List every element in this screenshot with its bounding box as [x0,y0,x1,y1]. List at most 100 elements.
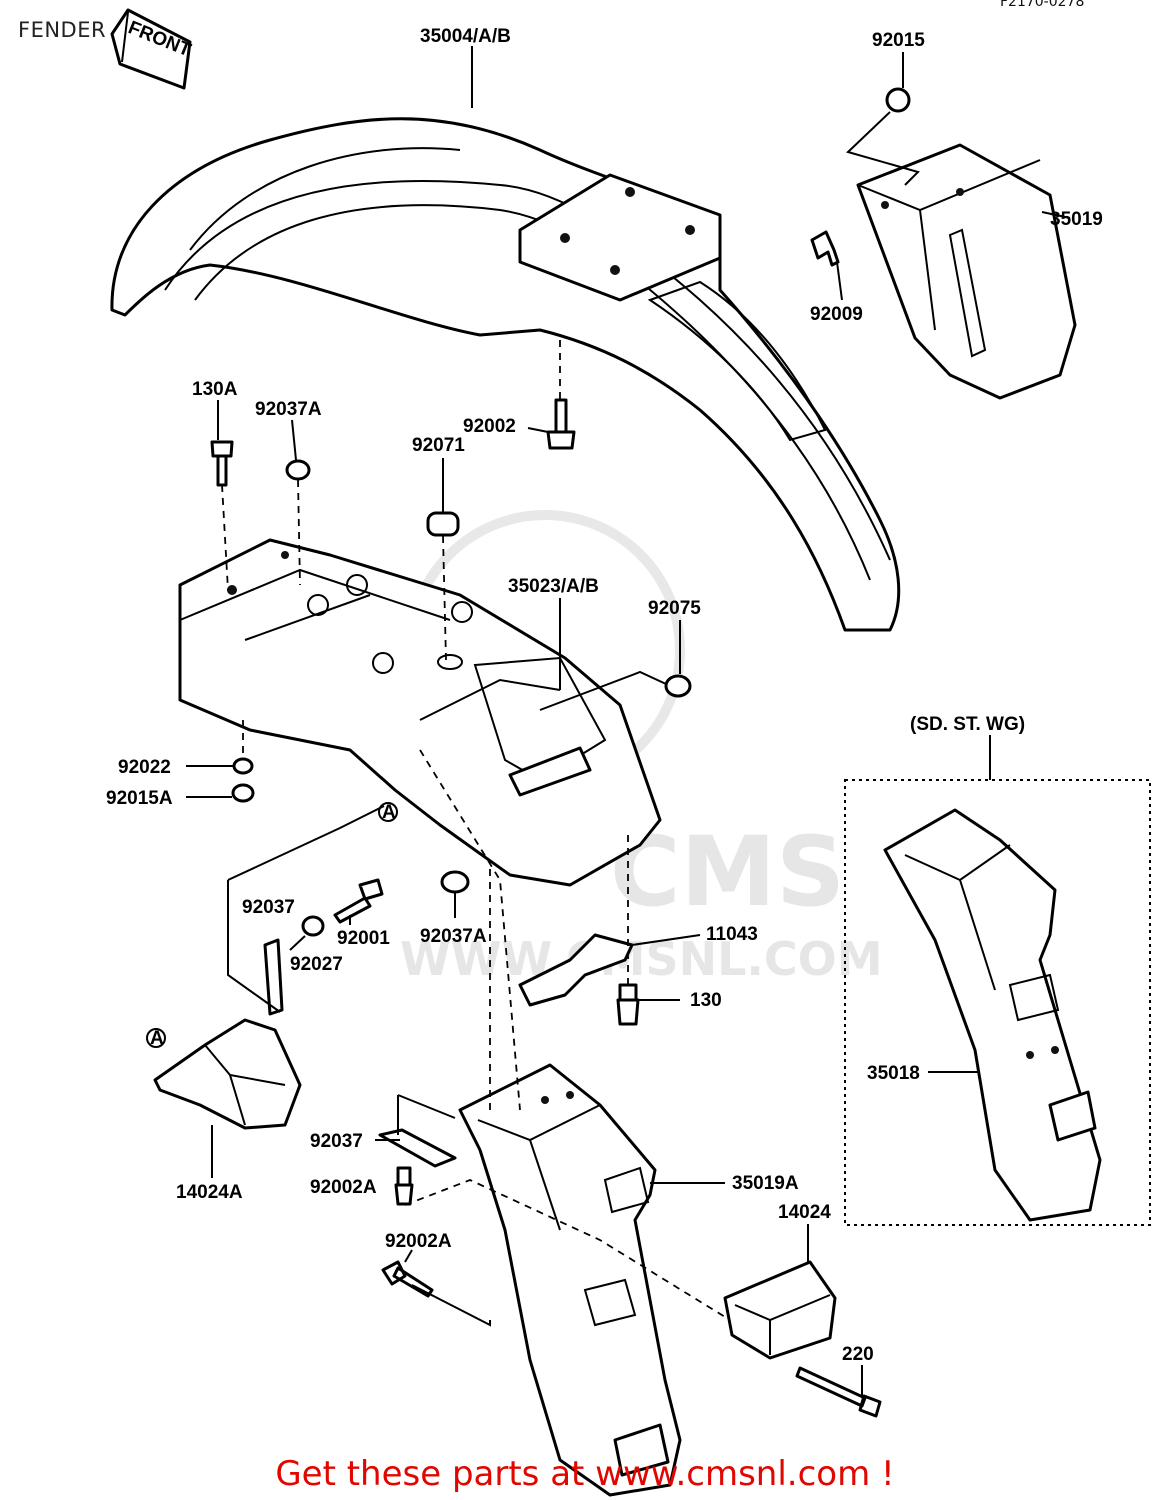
rear-fender-tail-step [508,746,592,797]
leader-line [539,670,667,711]
front-fender-hole [560,233,570,243]
collar-92037A-upper [285,459,311,481]
nut-92015A [231,783,255,803]
bracket-14024-body [723,1260,837,1360]
label-35018: 35018 [867,1063,920,1084]
label-variant: (SD. ST. WG) [910,714,1025,735]
rear-flap-35018-body [883,808,1102,1222]
label-92015: 92015 [872,30,925,51]
label-92015A: 92015A [106,788,173,809]
label-92071: 92071 [412,435,465,456]
rear-flap-bottom-block [613,1423,670,1477]
front-fender-body [110,117,901,632]
bolt-92002 [546,398,576,450]
bolt-92002A-upper [394,1166,414,1206]
label-92002: 92002 [463,416,516,437]
label-92001: 92001 [337,928,390,949]
leader-line [411,1284,491,1327]
label-92037-upper: 92037 [242,897,295,918]
footer-link[interactable]: Get these parts at www.cmsnl.com ! [275,1454,895,1494]
clamp-92037-lower [378,1128,457,1168]
bolt-92001 [333,878,384,924]
front-mudflap-body [856,143,1077,400]
variant-box [844,779,1151,1226]
rear-flap-35019A [458,1063,682,1497]
rear-flap-35018-hole [1026,1051,1034,1059]
rear-flap-35018-plate-slot [1008,973,1060,1022]
leader-line [397,1094,456,1135]
label-35019A: 35019A [732,1173,799,1194]
reference-mark-a-upper: A [378,802,398,823]
bolt-92009 [810,230,840,267]
rear-flap-hole [541,1096,549,1104]
bracket-11043 [518,933,634,1007]
front-mudflap-hole [881,201,889,209]
front-fender-mount-plate [518,173,722,302]
rear-fender-boss [451,601,473,623]
washer-92027 [301,915,325,937]
label-130A: 130A [192,379,238,400]
rear-fender-hole [227,585,237,595]
label-130: 130 [690,990,722,1011]
page-title: FENDER [18,18,107,42]
label-92009: 92009 [810,304,863,325]
bracket-14024A [153,1018,302,1130]
rear-flap-35018 [883,808,1102,1222]
front-mudflap-35019 [856,143,1077,400]
front-fender-hole [610,265,620,275]
rear-fender-boss [346,574,368,596]
leader-line [227,880,281,1013]
leader-line [631,934,701,946]
rear-fender-hole [281,551,289,559]
label-92002A-upper: 92002A [310,1177,377,1198]
damper-92022 [232,757,254,775]
front-mudflap-slot [948,228,987,358]
bolt-92002A-lower [381,1260,434,1298]
bolt-220 [795,1366,882,1418]
front-arrow-divider [121,11,129,63]
rear-flap-35018-fold [904,844,1011,991]
part-labels: 35004/A/B 92015 35019 92009 92002 130A 9… [106,26,1103,1365]
bolt-130 [616,983,640,1026]
front-arrow-tag: FRONT [110,8,194,90]
clamp-92037-upper [263,938,284,1016]
front-fender-hole [625,187,635,197]
leader-line [227,805,385,881]
grommet-92071 [426,511,460,537]
rear-fender-35023 [178,538,662,887]
label-92037A-top: 92037A [255,399,322,420]
bracket-14024A-body [153,1018,302,1130]
assembly-line [221,484,229,591]
collar-92037A-lower [440,870,470,894]
rear-fender-hole [437,654,463,670]
bracket-11043-body [518,933,634,1007]
rear-flap-reflector-mount [603,1166,650,1214]
rear-flap-35018-bottom-block [1048,1090,1097,1142]
reference-circle [378,802,398,822]
front-fender-35004 [110,117,901,632]
rear-fender-top-ridge [179,568,561,721]
bracket-14024 [723,1260,837,1360]
reference-letter: A [382,802,396,823]
assembly-line [297,479,301,586]
assembly-line [404,1179,731,1321]
label-92037-lower: 92037 [310,1131,363,1152]
leader-line [836,261,843,301]
rear-flap-fold [477,1104,601,1231]
label-92002A-lower: 92002A [385,1231,452,1252]
reference-letter: A [150,1028,164,1049]
label-35019: 35019 [1050,209,1103,230]
reference-mark-a-lower: A [146,1028,166,1049]
nut-92075 [664,674,692,698]
label-92037A-lower: 92037A [420,926,487,947]
label-35004: 35004/A/B [420,26,511,47]
rear-flap-hole [566,1091,574,1099]
bolt-130A [210,440,234,487]
leader-lines [186,46,1071,1396]
leader-line [527,427,549,433]
rear-fender-boss [307,594,329,616]
hardware [210,87,911,1418]
label-92027: 92027 [290,954,343,975]
leader-line [846,111,920,186]
